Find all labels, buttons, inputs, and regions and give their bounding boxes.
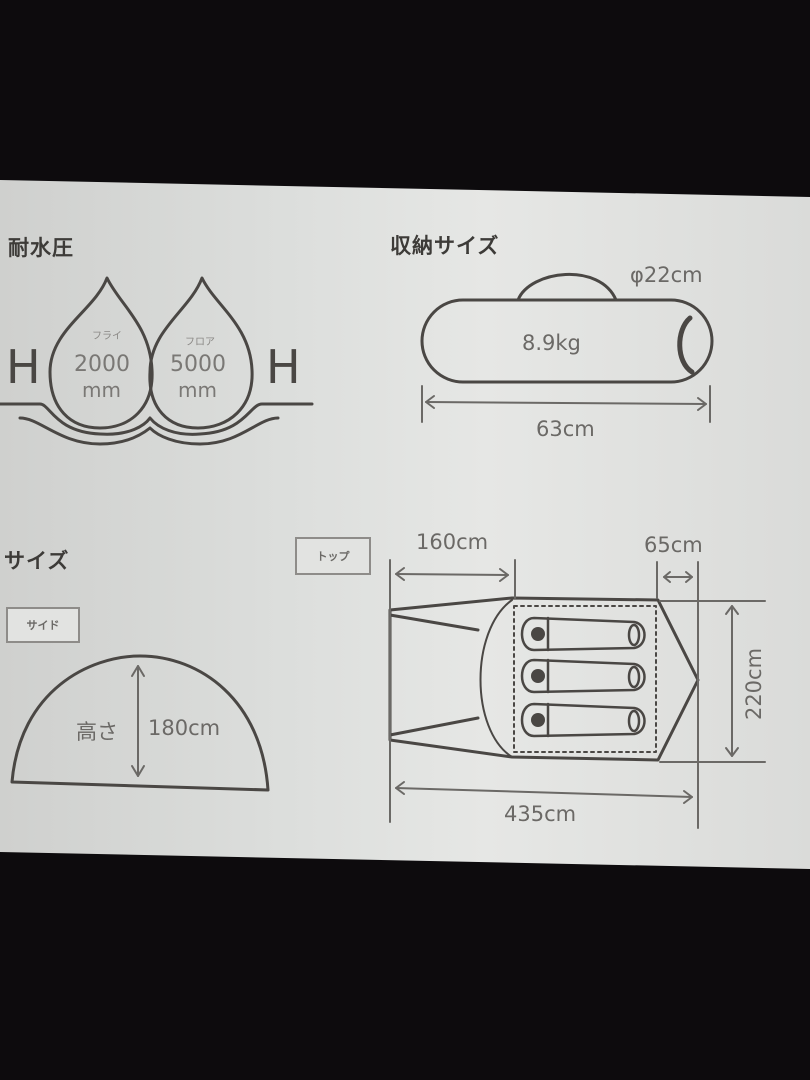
- tent-width: 220cm: [742, 647, 767, 721]
- height-label: 高さ: [76, 720, 118, 744]
- storage-weight: 8.9kg: [522, 331, 581, 355]
- floor-unit: mm: [178, 378, 217, 402]
- water-pressure-title: 耐水圧: [8, 236, 74, 260]
- storage-length: 63cm: [536, 417, 595, 441]
- top-view-tag: トップ: [295, 537, 371, 575]
- fly-unit: mm: [82, 378, 121, 402]
- h-left-marker: H: [6, 340, 41, 394]
- height-value: 180cm: [148, 716, 221, 740]
- floor-value: 5000: [170, 352, 226, 377]
- side-view-tag: サイド: [6, 607, 80, 643]
- total-length: 435cm: [504, 802, 577, 826]
- storage-diameter: φ22cm: [630, 263, 703, 287]
- storage-size-title: 収納サイズ: [390, 234, 500, 258]
- fly-value: 2000: [74, 352, 130, 377]
- water-drop-icons: [0, 276, 314, 446]
- dimension-lines: [389, 559, 766, 829]
- floor-label: フロア: [185, 337, 215, 348]
- tent-top-view: [388, 596, 700, 762]
- storage-bag-icon: [420, 273, 714, 423]
- h-right-marker: H: [266, 340, 301, 394]
- rear-length: 65cm: [644, 533, 703, 557]
- fly-label: フライ: [92, 331, 122, 342]
- tent-side-view: [10, 654, 270, 792]
- front-length: 160cm: [416, 530, 489, 554]
- size-title: サイズ: [4, 549, 70, 573]
